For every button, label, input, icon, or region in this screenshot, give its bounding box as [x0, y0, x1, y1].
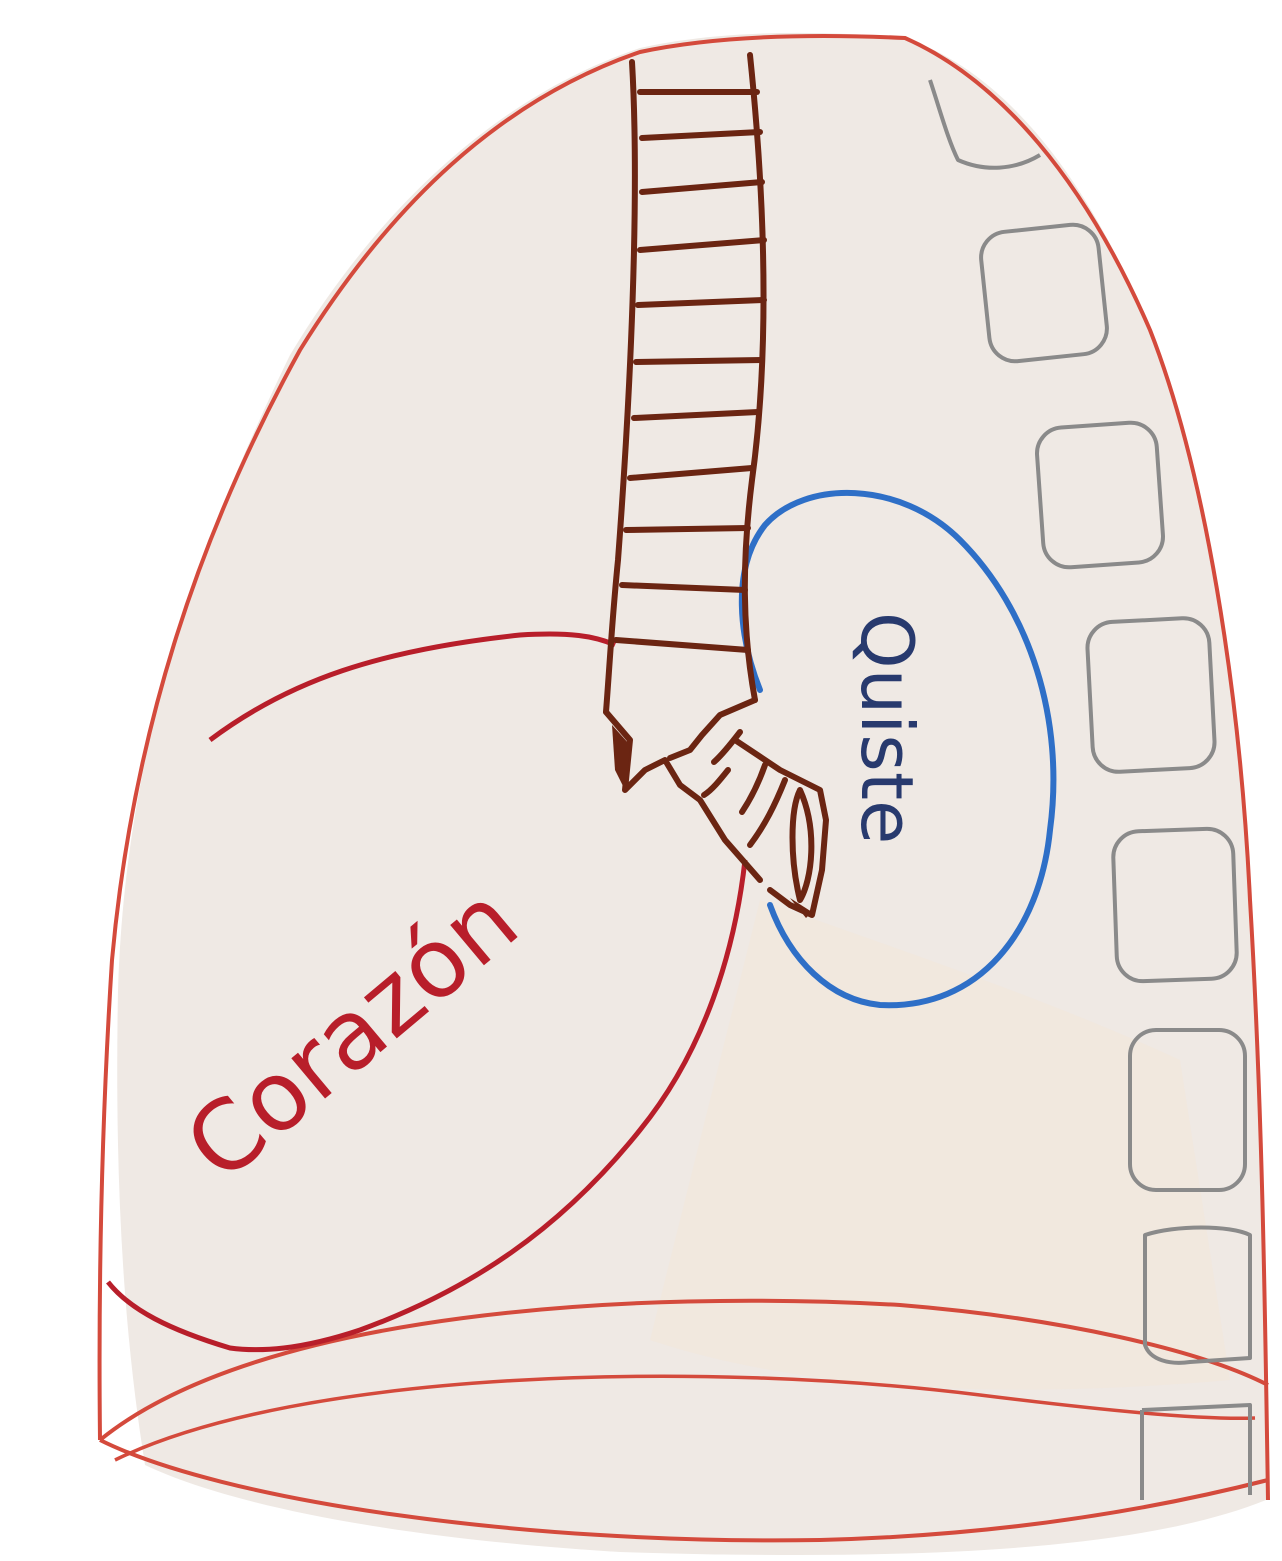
trachea-ring	[636, 360, 762, 362]
cyst-label: Quiste	[845, 612, 929, 844]
trachea-ring	[626, 528, 748, 530]
